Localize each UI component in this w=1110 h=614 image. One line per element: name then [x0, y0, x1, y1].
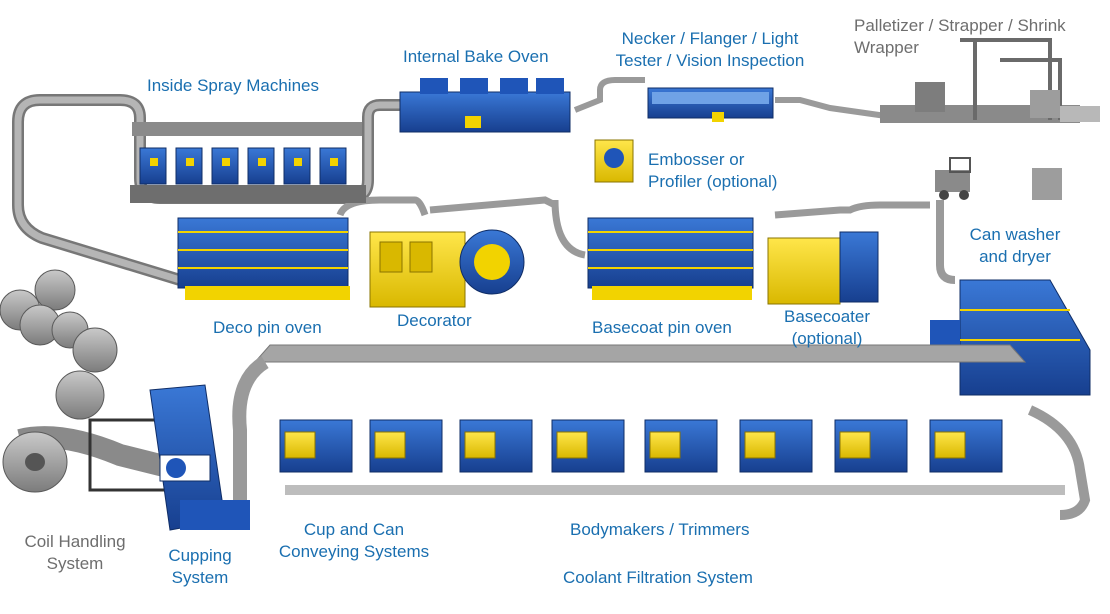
label-coolant-filtration: Coolant Filtration System [563, 567, 753, 589]
label-cupping-system: Cupping System [155, 545, 245, 589]
label-inside-spray-machines: Inside Spray Machines [147, 75, 319, 97]
label-deco-pin-oven: Deco pin oven [213, 317, 322, 339]
can-washer-dryer [930, 280, 1090, 395]
internal-bake-oven [400, 78, 570, 132]
label-basecoater: Basecoater (optional) [772, 306, 882, 350]
inside-spray-machines [130, 122, 366, 203]
bodymakers [280, 420, 1002, 472]
label-coil-handling: Coil Handling System [10, 531, 140, 575]
basecoater [768, 232, 878, 304]
label-can-washer: Can washer and dryer [960, 224, 1070, 268]
embosser-machine [595, 140, 633, 182]
label-internal-bake-oven: Internal Bake Oven [403, 46, 549, 68]
label-palletizer: Palletizer / Strapper / Shrink Wrapper [854, 15, 1066, 59]
label-bodymakers-trimmers: Bodymakers / Trimmers [570, 519, 749, 541]
label-embosser: Embosser or Profiler (optional) [648, 149, 777, 193]
necker-flanger-line [648, 88, 773, 122]
basecoat-pin-oven [588, 218, 753, 300]
decorator [370, 230, 524, 307]
deco-pin-oven [178, 218, 350, 300]
forklift [935, 158, 1062, 200]
label-decorator: Decorator [397, 310, 472, 332]
label-basecoat-pin-oven: Basecoat pin oven [592, 317, 732, 339]
label-necker-flanger: Necker / Flanger / Light Tester / Vision… [600, 28, 820, 72]
label-cup-can-conveying: Cup and Can Conveying Systems [268, 519, 440, 563]
